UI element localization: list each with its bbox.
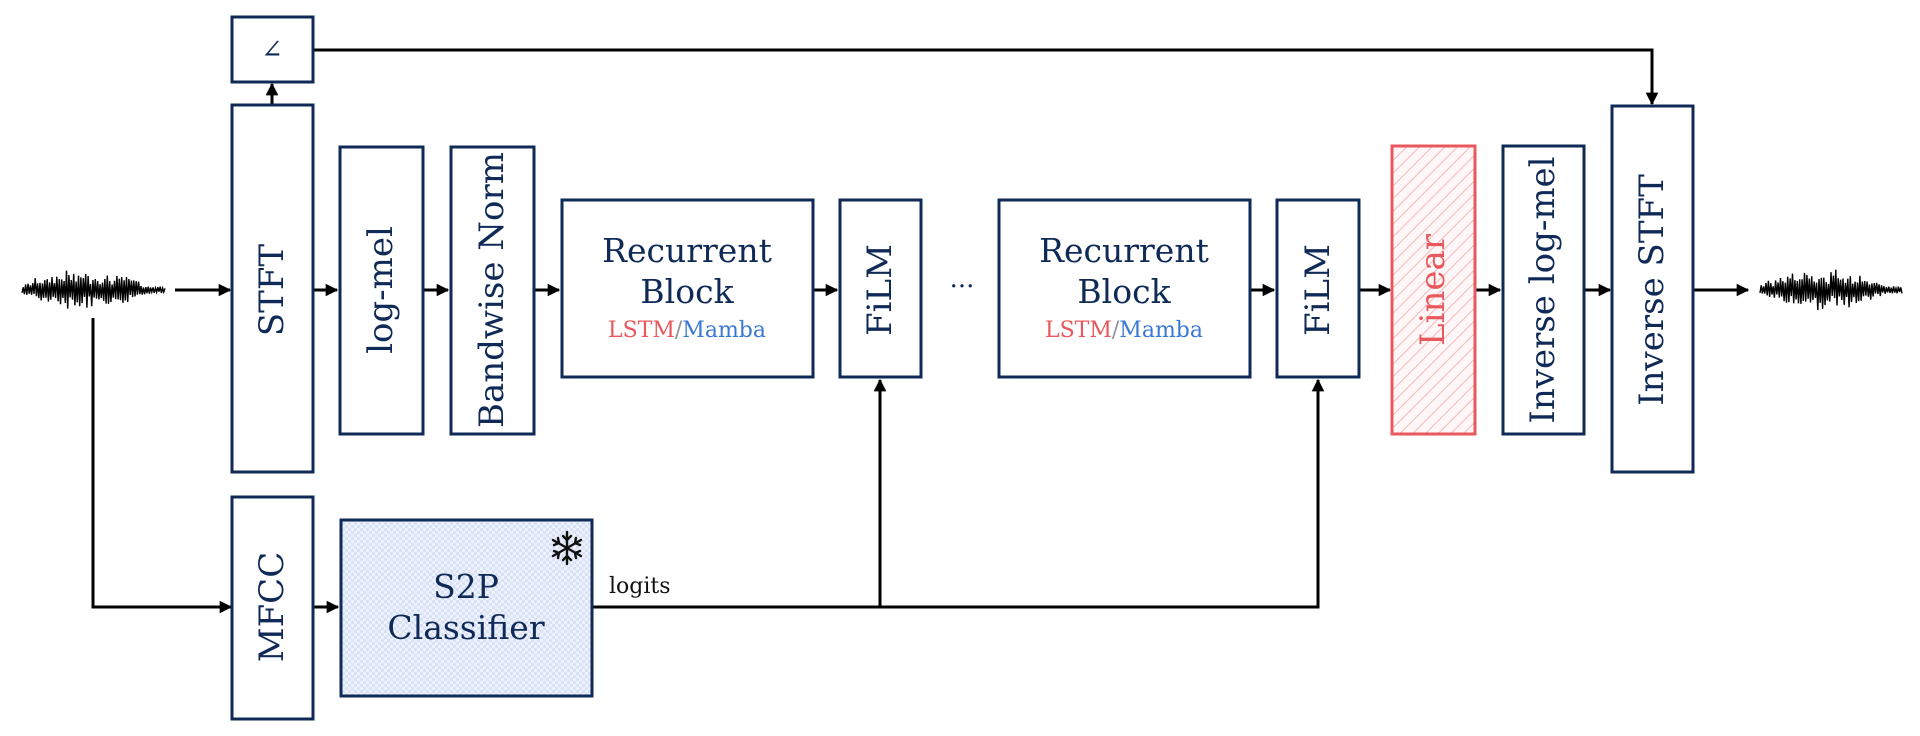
recurrent-block-1: Recurrent Block LSTM/Mamba bbox=[560, 198, 815, 379]
output-waveform-icon bbox=[1759, 269, 1903, 311]
lstm-label: LSTM bbox=[608, 318, 675, 343]
lstm-label: LSTM bbox=[1045, 318, 1112, 343]
phase-box: ∠ bbox=[230, 15, 315, 84]
mamba-label: Mamba bbox=[1119, 318, 1203, 343]
recurrent-block-1-line1: Recurrent bbox=[602, 231, 772, 270]
linear-label: Linear bbox=[1413, 233, 1453, 346]
film-1-label: FiLM bbox=[860, 244, 900, 336]
snowflake-icon bbox=[551, 530, 583, 566]
logmel-box: log-mel bbox=[338, 145, 425, 436]
mfcc-box: MFCC bbox=[230, 495, 315, 721]
recurrent-block-2-line2: Block bbox=[1077, 272, 1171, 311]
ellipsis-label: ··· bbox=[950, 272, 975, 302]
logmel-label: log-mel bbox=[361, 226, 401, 354]
variant-separator: / bbox=[1112, 318, 1120, 343]
film-2-label: FiLM bbox=[1298, 244, 1338, 336]
stft-label: STFT bbox=[252, 244, 292, 337]
s2p-classifier-box: S2P Classifier bbox=[339, 518, 594, 698]
stft-box: STFT bbox=[230, 103, 315, 474]
recurrent-block-1-line2: Block bbox=[640, 272, 734, 311]
inverse-stft-box: Inverse STFT bbox=[1610, 104, 1695, 474]
inverse-logmel-box: Inverse log-mel bbox=[1501, 144, 1586, 436]
bandwise-norm-box: Bandwise Norm bbox=[449, 145, 536, 436]
linear-box: Linear bbox=[1390, 144, 1477, 436]
inverse-stft-label: Inverse STFT bbox=[1632, 174, 1672, 406]
phase-label: ∠ bbox=[261, 35, 283, 65]
connectors bbox=[91, 48, 1750, 614]
classifier-line2: Classifier bbox=[387, 608, 544, 647]
input-waveform-icon bbox=[21, 270, 166, 309]
film-box-2: FiLM bbox=[1275, 198, 1361, 379]
recurrent-block-2-line1: Recurrent bbox=[1039, 231, 1209, 270]
bandwise-norm-label: Bandwise Norm bbox=[472, 152, 512, 428]
recurrent-block-1-variants: LSTM/Mamba bbox=[608, 318, 766, 343]
logits-label: logits bbox=[609, 574, 671, 599]
film-box-1: FiLM bbox=[838, 198, 923, 379]
mamba-label: Mamba bbox=[682, 318, 766, 343]
mfcc-label: MFCC bbox=[252, 552, 292, 662]
recurrent-block-2-variants: LSTM/Mamba bbox=[1045, 318, 1203, 343]
classifier-line1: S2P bbox=[433, 567, 499, 606]
variant-separator: / bbox=[675, 318, 683, 343]
recurrent-block-2: Recurrent Block LSTM/Mamba bbox=[997, 198, 1252, 379]
inverse-logmel-label: Inverse log-mel bbox=[1523, 156, 1563, 423]
